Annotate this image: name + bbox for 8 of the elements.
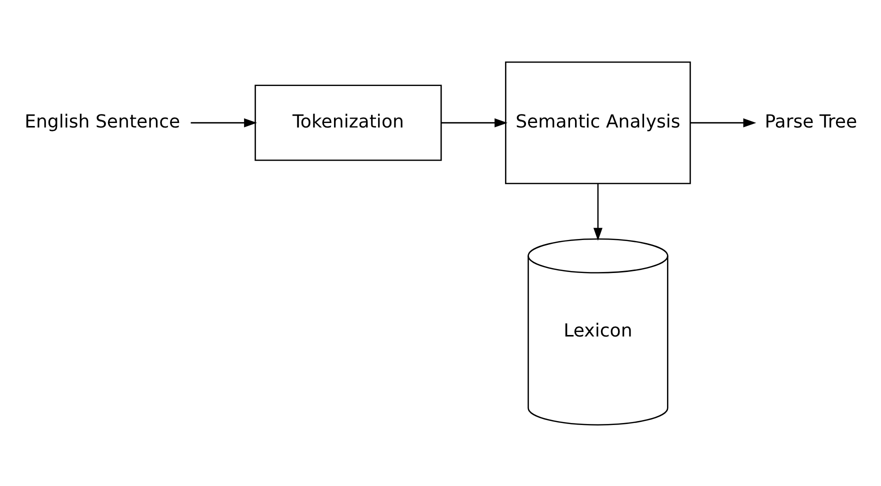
node-box: Semantic Analysis — [505, 61, 691, 184]
arrow — [190, 118, 257, 127]
node-text: English Sentence — [24, 111, 180, 132]
node-text: Parse Tree — [764, 111, 858, 132]
arrow — [441, 118, 508, 127]
arrow — [690, 118, 756, 127]
node-box: Tokenization — [254, 84, 442, 160]
arrow — [593, 183, 602, 240]
